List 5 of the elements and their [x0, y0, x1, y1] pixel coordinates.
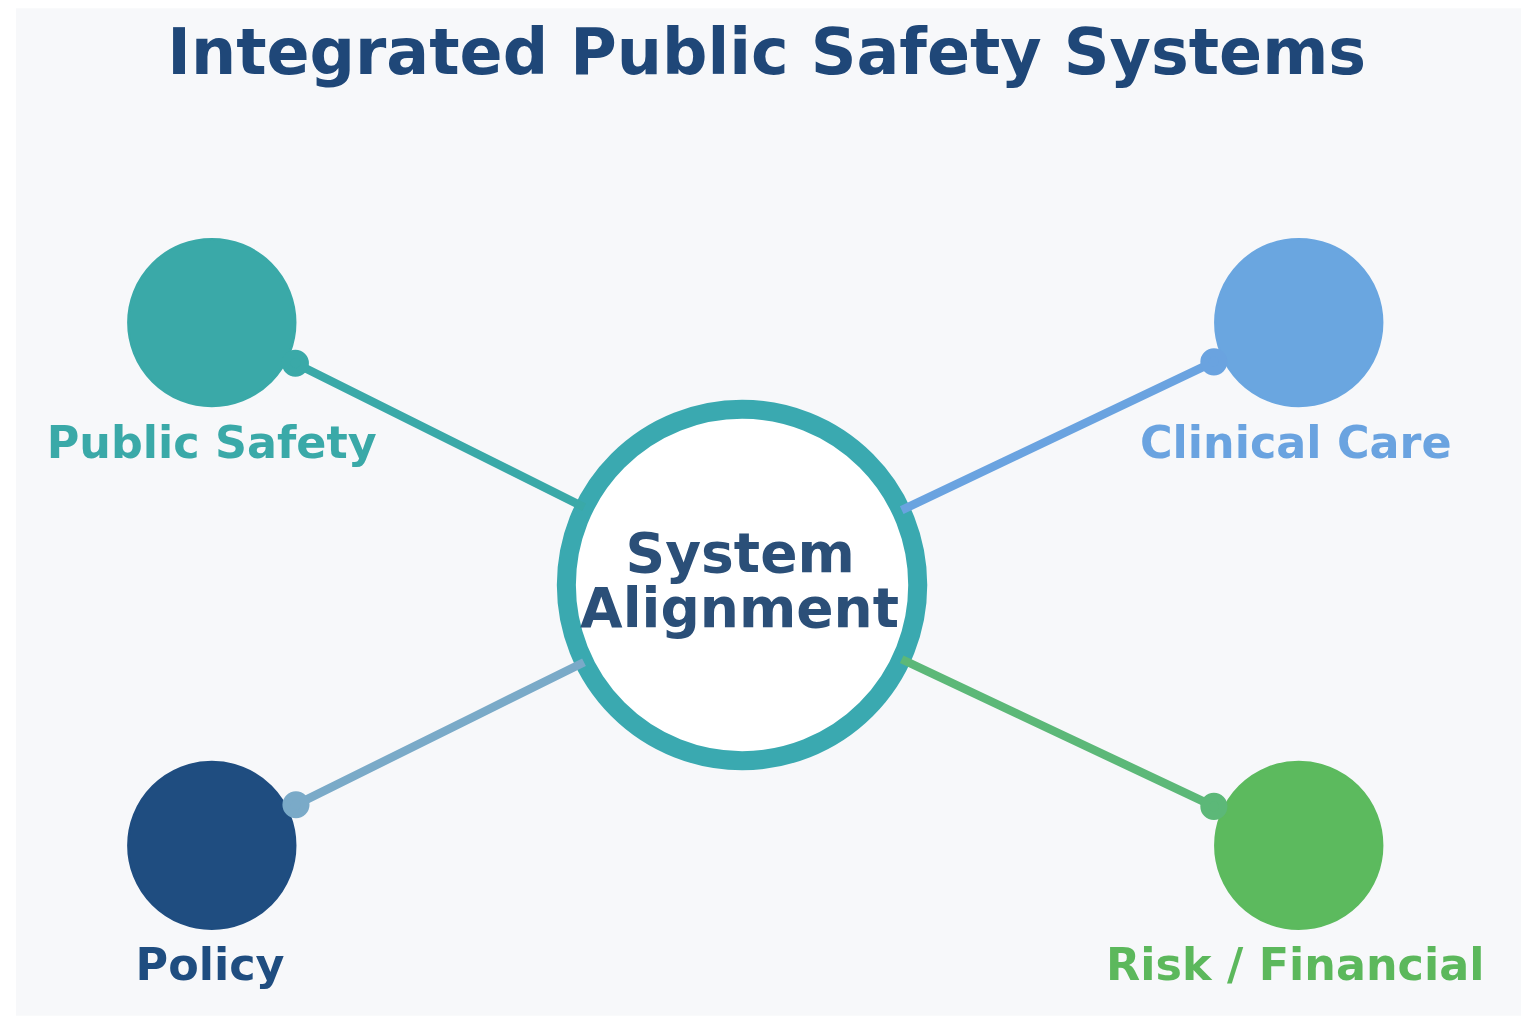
node-label: Public Safety: [46, 416, 377, 468]
node-label: Risk / Financial: [1105, 939, 1484, 991]
node-label: Policy: [135, 939, 284, 991]
node-label: Clinical Care: [1139, 416, 1452, 468]
diagram-title: Integrated Public Safety Systems: [166, 14, 1366, 89]
